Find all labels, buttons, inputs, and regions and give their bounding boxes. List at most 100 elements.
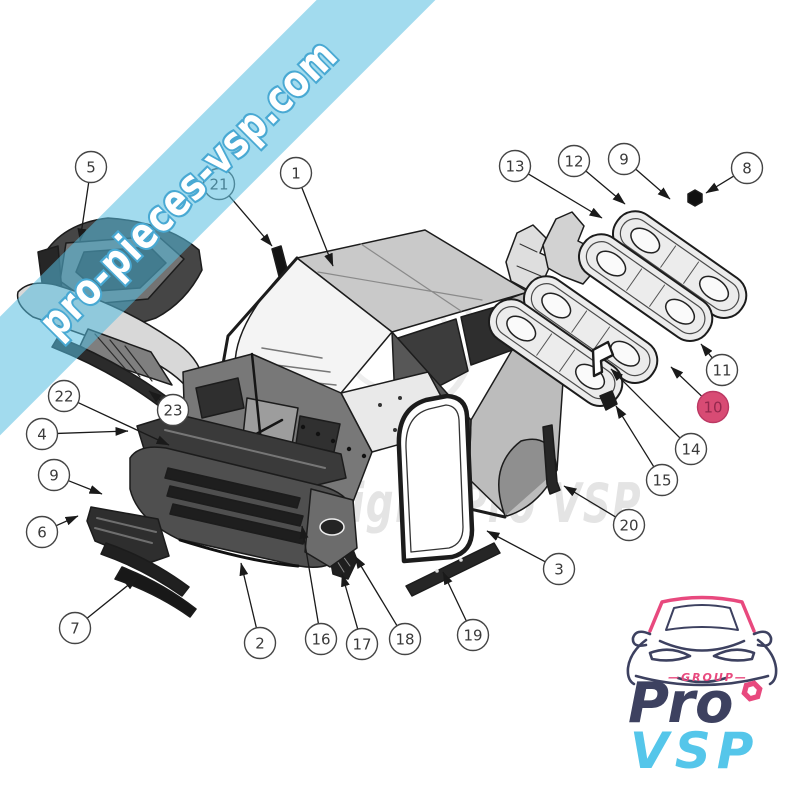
callout-arrow xyxy=(610,368,681,439)
fastener-part xyxy=(687,189,703,207)
callout-arrow xyxy=(301,187,334,267)
callout-number: 2 xyxy=(255,634,265,652)
callout-22: 22 xyxy=(47,379,170,446)
callout-15: 15 xyxy=(615,405,679,497)
callout-arrow xyxy=(354,555,398,627)
callout-number: 8 xyxy=(742,159,752,177)
callout-circle xyxy=(456,618,490,652)
callout-circle xyxy=(25,515,59,549)
callout-arrow xyxy=(615,405,655,468)
callout-number: 20 xyxy=(619,516,638,534)
callout-circle xyxy=(243,626,277,660)
callout-arrow xyxy=(228,195,273,247)
callout-circle xyxy=(674,432,708,466)
callout-8: 8 xyxy=(705,151,764,194)
door-frame-part xyxy=(396,393,475,564)
callout-number: 5 xyxy=(86,158,96,176)
callout-number: 11 xyxy=(712,361,731,379)
callout-number: 16 xyxy=(311,630,330,648)
callout-circle xyxy=(612,508,646,542)
callout-number: 3 xyxy=(554,560,564,578)
callout-circle xyxy=(74,150,108,184)
bumper-beam-1 xyxy=(612,210,748,319)
callout-circle xyxy=(557,144,591,178)
provsp-logo: —GROUP— Pro VSP xyxy=(626,595,778,780)
callout-arrow xyxy=(527,173,603,219)
callout-2: 2 xyxy=(239,562,277,660)
callout-13: 13 xyxy=(498,149,603,219)
callout-6: 6 xyxy=(25,515,79,549)
logo-hex-nut-icon xyxy=(741,680,763,702)
callout-number: 17 xyxy=(352,635,371,653)
callout-arrow xyxy=(239,562,258,629)
callout-arrow xyxy=(563,485,617,518)
callout-circle xyxy=(645,463,679,497)
callout-9: 9 xyxy=(37,458,103,495)
callout-arrow xyxy=(341,573,359,630)
callout-number: 10 xyxy=(703,398,722,416)
callout-number: 9 xyxy=(49,466,59,484)
front-bumper-lower-part xyxy=(129,413,358,568)
callout-14: 14 xyxy=(610,368,708,466)
callout-circle xyxy=(156,393,190,427)
callout-3: 3 xyxy=(486,530,576,586)
callout-circle xyxy=(388,622,422,656)
callout-number: 22 xyxy=(54,387,73,405)
sill-strip-part xyxy=(405,542,501,597)
callout-arrow xyxy=(700,343,713,359)
callout-circle xyxy=(279,156,313,190)
callout-18: 18 xyxy=(354,555,422,656)
callout-arrow xyxy=(68,480,103,495)
callout-1: 1 xyxy=(279,156,334,267)
callout-arrow xyxy=(705,175,735,194)
callout-circle xyxy=(542,552,576,586)
callout-5: 5 xyxy=(74,150,108,242)
callout-circle xyxy=(304,622,338,656)
callout-17: 17 xyxy=(341,573,379,661)
callout-arrow xyxy=(86,577,138,619)
bumper-beam-4 xyxy=(488,298,624,407)
callout-circle xyxy=(498,149,532,183)
callout-number: 4 xyxy=(37,425,47,443)
callout-arrow xyxy=(670,366,703,397)
callout-7: 7 xyxy=(58,577,138,645)
callout-number: 9 xyxy=(619,150,629,168)
callout-circle xyxy=(705,353,739,387)
logo-car-outline xyxy=(626,595,778,687)
callout-number: 1 xyxy=(291,164,301,182)
callout-arrow xyxy=(442,571,467,622)
clip-part xyxy=(599,390,618,411)
logo-vsp-text: VSP xyxy=(630,722,759,780)
logo-pro-text: Pro xyxy=(628,671,733,736)
callout-arrow xyxy=(635,168,671,200)
callout-12: 12 xyxy=(557,144,626,205)
callout-number: 7 xyxy=(70,619,80,637)
callout-arrow xyxy=(77,401,170,446)
callout-arrow xyxy=(585,170,626,205)
callout-circle xyxy=(730,151,764,185)
callout-number: 12 xyxy=(564,152,583,170)
callout-number: 19 xyxy=(463,626,482,644)
callout-11: 11 xyxy=(700,343,739,387)
callout-10: 10 xyxy=(670,366,730,424)
callout-arrow xyxy=(55,515,79,527)
callout-arrow xyxy=(148,390,162,403)
callout-circle xyxy=(58,611,92,645)
callout-circle xyxy=(37,458,71,492)
callout-19: 19 xyxy=(442,571,490,652)
callout-number: 23 xyxy=(163,401,182,419)
callout-16: 16 xyxy=(299,525,338,656)
callout-23: 23 xyxy=(148,390,190,427)
callout-circle xyxy=(345,627,379,661)
callout-circle xyxy=(47,379,81,413)
callout-number: 6 xyxy=(37,523,47,541)
corner-bracket-part xyxy=(591,340,615,378)
callout-circle xyxy=(607,142,641,176)
callout-number: 18 xyxy=(395,630,414,648)
callout-number: 14 xyxy=(681,440,700,458)
callout-circle-highlighted xyxy=(696,390,730,424)
callout-number: 13 xyxy=(505,157,524,175)
watermark-band-stripe xyxy=(0,0,522,522)
